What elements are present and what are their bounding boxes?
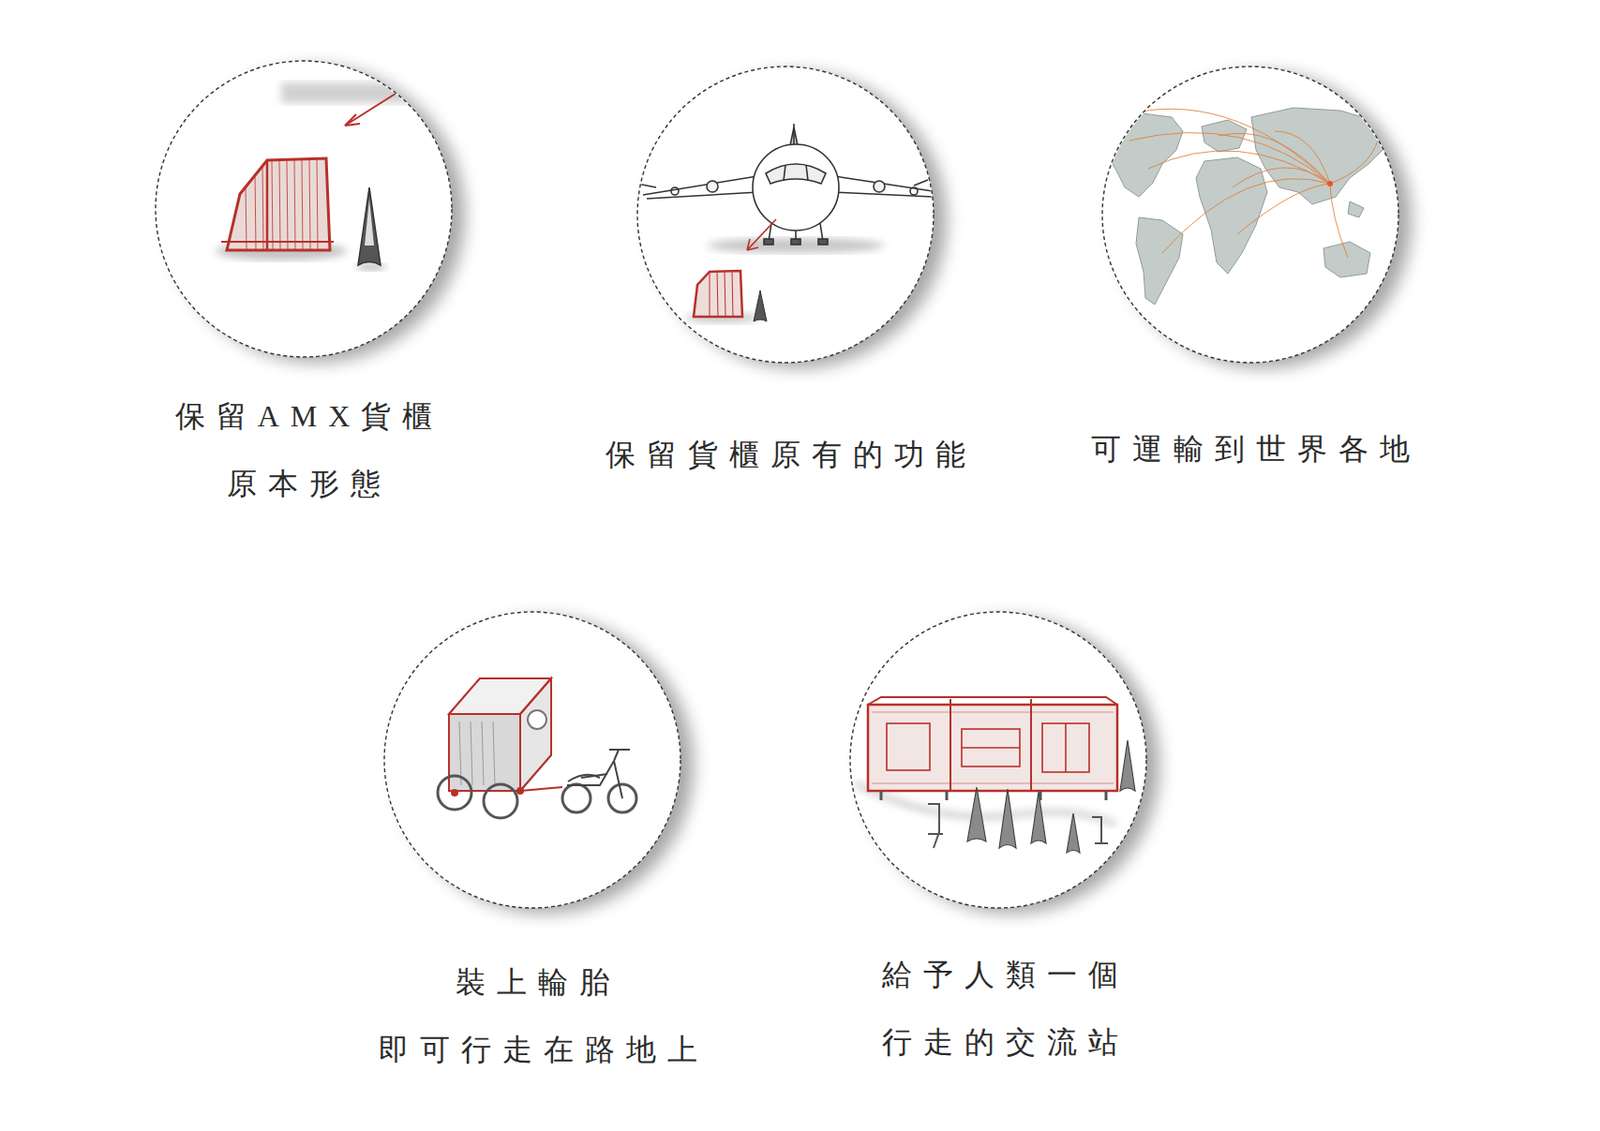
caption-text: 可運輸到世界各地 (1091, 415, 1421, 483)
exchange-station-sketch (854, 697, 1136, 853)
caption-text: 給予人類一個 行走的交流站 (846, 941, 1166, 1077)
mobile-container-sketch (437, 678, 637, 819)
container-sketch (215, 82, 460, 271)
caption-text: 裝上輪胎 即可行走在路地上 (378, 948, 698, 1084)
caption-text: 保留貨櫃原有的功能 (605, 420, 977, 489)
caption-text: 保留AMX貨櫃 原本形態 (149, 382, 469, 518)
airplane-sketch (637, 123, 933, 324)
world-map-sketch (1104, 107, 1388, 305)
